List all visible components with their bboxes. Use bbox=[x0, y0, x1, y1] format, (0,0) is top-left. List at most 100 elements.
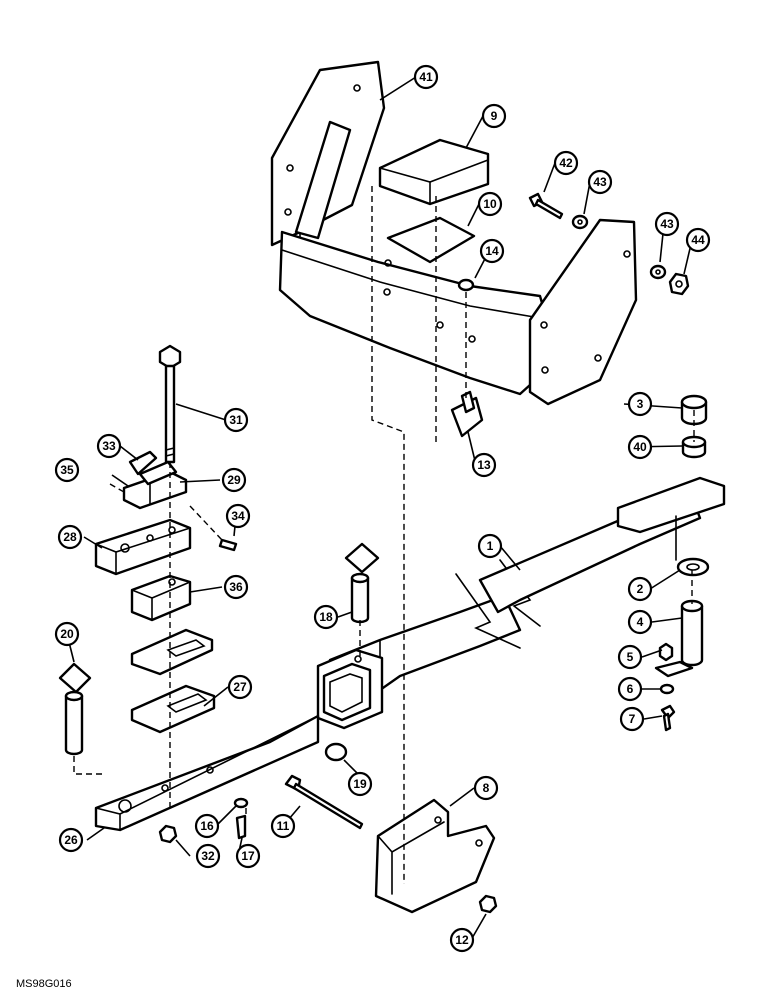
svg-text:44: 44 bbox=[691, 233, 705, 247]
callout-42: 42 bbox=[553, 150, 579, 176]
figure-reference-code: MS98G016 bbox=[16, 978, 72, 990]
svg-text:11: 11 bbox=[277, 819, 290, 833]
part-18-hitch-pin bbox=[344, 542, 380, 624]
svg-text:29: 29 bbox=[227, 473, 241, 487]
part-19-clip bbox=[324, 742, 348, 762]
callout-32: 32 bbox=[195, 843, 221, 869]
svg-text:9: 9 bbox=[491, 109, 498, 123]
callout-43-lower: 43 bbox=[654, 211, 680, 237]
svg-text:36: 36 bbox=[229, 580, 243, 594]
part-5-collar bbox=[654, 642, 694, 678]
svg-text:42: 42 bbox=[559, 156, 573, 170]
svg-text:20: 20 bbox=[60, 627, 74, 641]
part-13-block bbox=[450, 390, 484, 438]
part-32-nut bbox=[158, 824, 178, 844]
callout-29: 29 bbox=[221, 467, 247, 493]
callout-18: 18 bbox=[313, 604, 339, 630]
callout-43-upper: 43 bbox=[587, 169, 613, 195]
part-27-shim-upper bbox=[130, 628, 214, 676]
part-26-drawbar-end bbox=[94, 714, 320, 832]
svg-text:43: 43 bbox=[593, 175, 607, 189]
svg-text:19: 19 bbox=[353, 777, 367, 791]
svg-text:32: 32 bbox=[201, 849, 215, 863]
svg-text:12: 12 bbox=[455, 933, 469, 947]
callout-14: 14 bbox=[479, 238, 505, 264]
part-12-nut bbox=[478, 894, 498, 914]
svg-text:33: 33 bbox=[102, 439, 116, 453]
svg-text:28: 28 bbox=[63, 530, 77, 544]
callout-41: 41 bbox=[413, 64, 439, 90]
callout-2: 2 bbox=[627, 576, 653, 602]
callout-7: 7 bbox=[619, 706, 645, 732]
part-27-shim-lower bbox=[130, 684, 216, 734]
svg-text:5: 5 bbox=[627, 650, 634, 664]
part-1-drawbar bbox=[316, 476, 726, 730]
callout-26: 26 bbox=[58, 827, 84, 853]
part-11-long-bolt bbox=[284, 774, 364, 830]
part-4-pin bbox=[680, 599, 704, 667]
svg-text:43: 43 bbox=[660, 217, 674, 231]
callout-17: 17 bbox=[235, 843, 261, 869]
part-34-pin bbox=[218, 538, 238, 552]
callout-36: 36 bbox=[223, 574, 249, 600]
svg-text:34: 34 bbox=[231, 509, 245, 523]
svg-text:13: 13 bbox=[477, 458, 491, 472]
svg-text:14: 14 bbox=[485, 244, 499, 258]
part-44-nut bbox=[668, 272, 690, 296]
part-43-washer-upper bbox=[571, 214, 589, 230]
callout-34: 34 bbox=[225, 503, 251, 529]
callout-3: 3 bbox=[627, 391, 653, 417]
callout-27: 27 bbox=[227, 674, 253, 700]
callout-9: 9 bbox=[481, 103, 507, 129]
part-7-bolt bbox=[660, 704, 676, 732]
part-36-block bbox=[130, 574, 192, 622]
svg-text:4: 4 bbox=[637, 615, 644, 629]
callout-33: 33 bbox=[96, 433, 122, 459]
callout-19: 19 bbox=[347, 771, 373, 797]
svg-text:1: 1 bbox=[487, 539, 494, 553]
callout-4: 4 bbox=[627, 609, 653, 635]
callout-1: 1 bbox=[477, 533, 503, 559]
svg-text:18: 18 bbox=[319, 610, 333, 624]
svg-text:7: 7 bbox=[629, 712, 636, 726]
part-16-washer bbox=[233, 797, 249, 809]
callout-5: 5 bbox=[617, 644, 643, 670]
callout-13: 13 bbox=[471, 452, 497, 478]
callout-35: 35 bbox=[54, 457, 80, 483]
callout-20: 20 bbox=[54, 621, 80, 647]
svg-text:35: 35 bbox=[60, 463, 74, 477]
callout-31: 31 bbox=[223, 407, 249, 433]
svg-text:41: 41 bbox=[419, 70, 433, 84]
callout-10: 10 bbox=[477, 191, 503, 217]
part-9-cap bbox=[378, 138, 490, 206]
svg-text:31: 31 bbox=[229, 413, 243, 427]
callout-40: 40 bbox=[627, 434, 653, 460]
part-17-bolt bbox=[235, 814, 247, 840]
part-33-latch bbox=[128, 450, 158, 476]
part-31-bolt bbox=[158, 344, 182, 464]
callout-8: 8 bbox=[473, 775, 499, 801]
svg-text:27: 27 bbox=[233, 680, 247, 694]
callout-16: 16 bbox=[194, 813, 220, 839]
part-28-plate bbox=[94, 518, 192, 576]
part-20-hitch-pin bbox=[58, 662, 92, 756]
part-6-washer bbox=[659, 683, 675, 695]
svg-text:2: 2 bbox=[637, 582, 644, 596]
svg-text:40: 40 bbox=[633, 440, 647, 454]
svg-text:6: 6 bbox=[627, 682, 634, 696]
svg-text:10: 10 bbox=[483, 197, 497, 211]
part-2-washer bbox=[676, 557, 710, 577]
svg-text:26: 26 bbox=[64, 833, 78, 847]
assembly-lines bbox=[73, 186, 695, 884]
callout-44: 44 bbox=[685, 227, 711, 253]
callout-11: 11 bbox=[270, 813, 296, 839]
callout-6: 6 bbox=[617, 676, 643, 702]
svg-text:17: 17 bbox=[241, 849, 255, 863]
part-10-plate bbox=[386, 216, 476, 264]
callout-12: 12 bbox=[449, 927, 475, 953]
callout-28: 28 bbox=[57, 524, 83, 550]
part-43-washer-lower bbox=[649, 264, 667, 280]
svg-text:8: 8 bbox=[483, 781, 490, 795]
part-42-bolt bbox=[528, 192, 564, 220]
